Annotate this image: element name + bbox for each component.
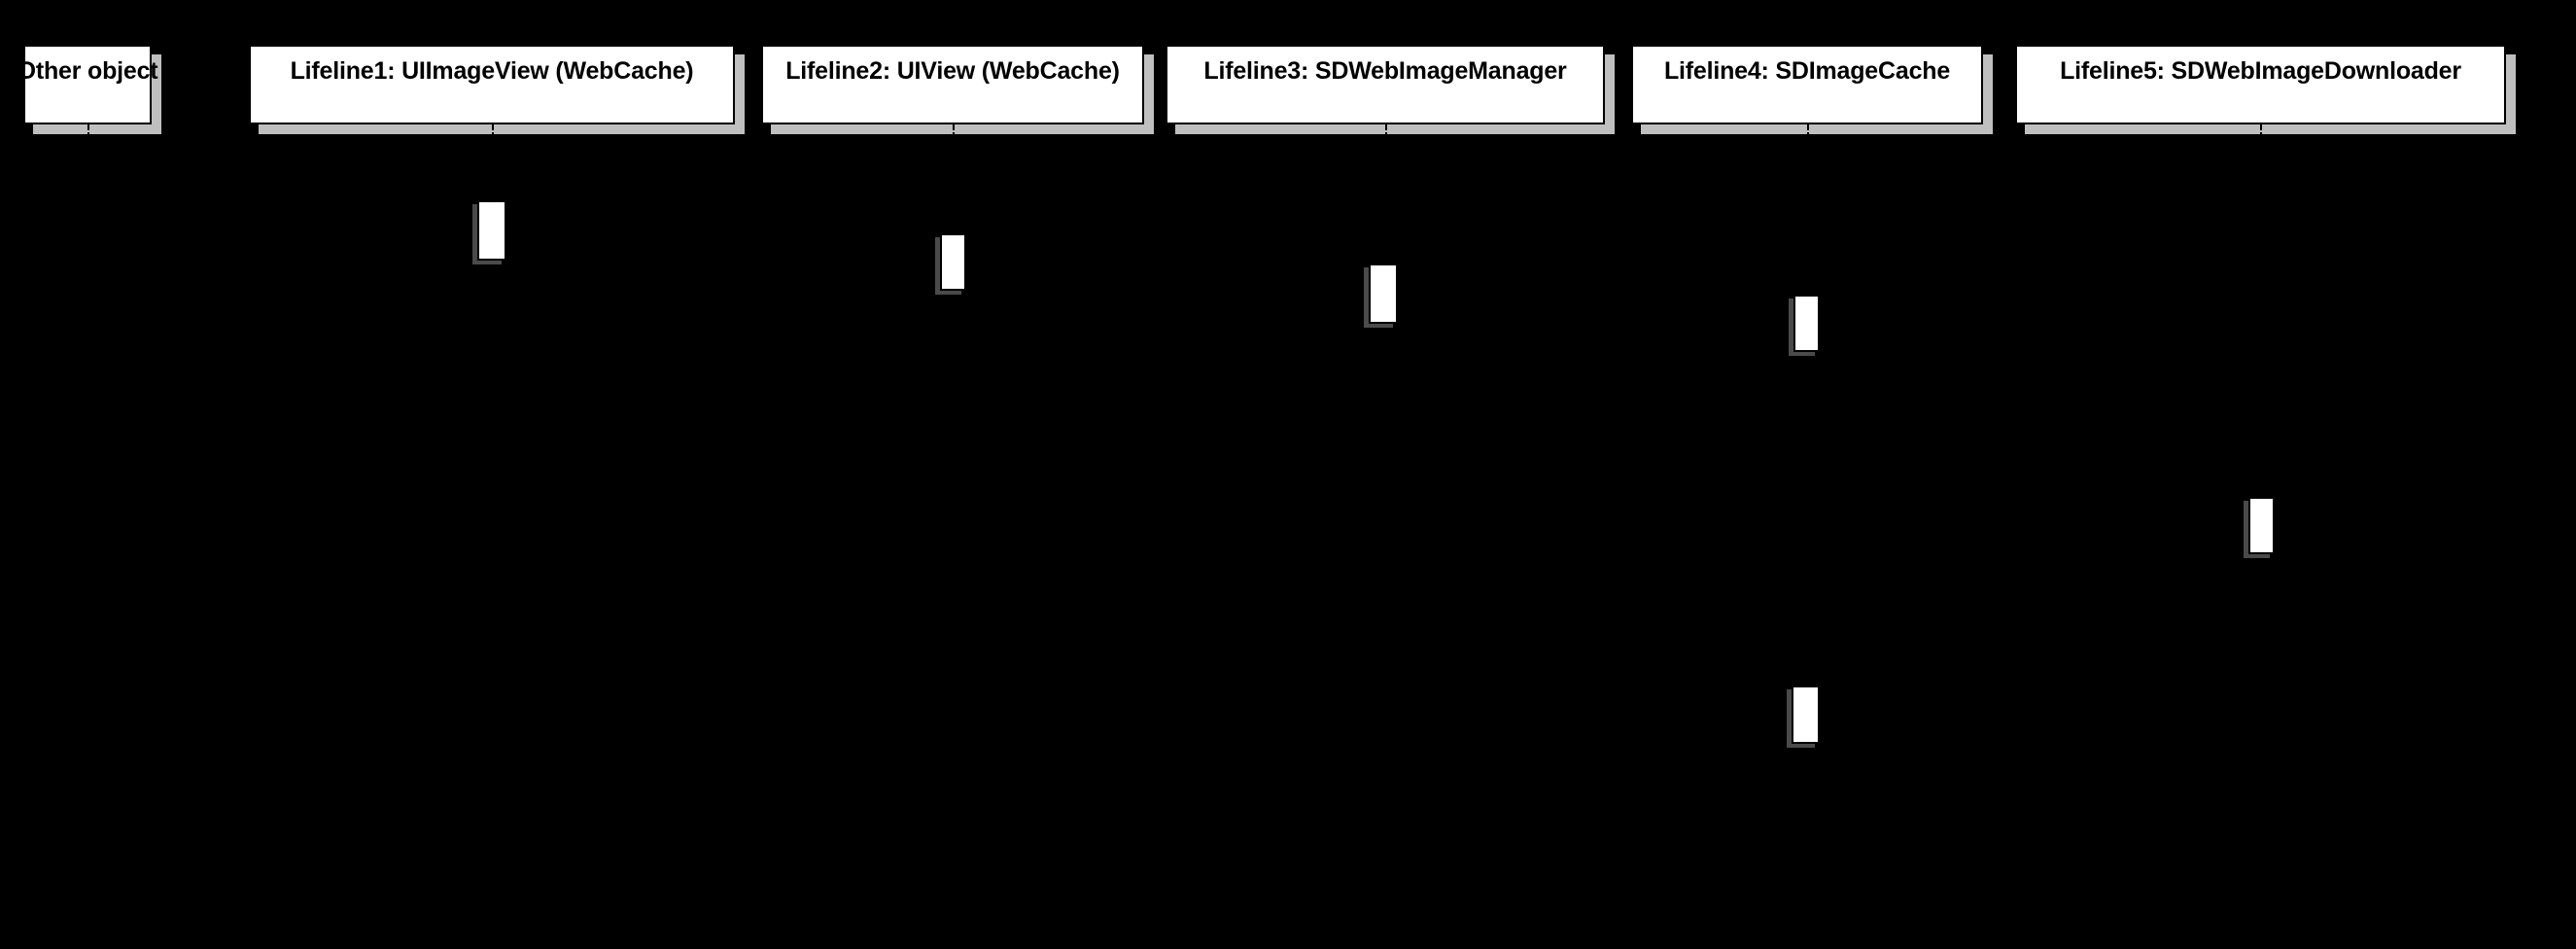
lifeline-header-box[interactable]: Lifeline4: SDImageCache xyxy=(1631,45,1983,124)
activation-bar-lifeline4-second[interactable] xyxy=(1787,685,1820,748)
activation-bar-lifeline1[interactable] xyxy=(472,200,506,264)
activation-bar-box[interactable] xyxy=(1793,295,1820,352)
lifeline-dashes-lifeline4 xyxy=(1807,124,1809,154)
lifeline-header-lifeline5[interactable]: Lifeline5: SDWebImageDownloader xyxy=(2015,45,2516,134)
lifeline-header-box[interactable]: Other object xyxy=(17,45,158,124)
lifeline-header-label: Lifeline2: UIView (WebCache) xyxy=(785,57,1120,85)
activation-bar-box[interactable] xyxy=(1369,264,1398,324)
lifeline-header-other-object[interactable]: Other object xyxy=(17,45,161,134)
lifeline-header-label: Other object xyxy=(17,57,158,85)
lifeline-header-lifeline1[interactable]: Lifeline1: UIImageView (WebCache) xyxy=(249,45,745,134)
lifeline-header-lifeline3[interactable]: Lifeline3: SDWebImageManager xyxy=(1166,45,1615,134)
activation-bar-lifeline5[interactable] xyxy=(2244,497,2275,558)
activation-bar-box[interactable] xyxy=(940,233,966,291)
lifeline-header-label: Lifeline1: UIImageView (WebCache) xyxy=(290,57,694,85)
activation-bar-lifeline4-first[interactable] xyxy=(1789,295,1820,356)
lifeline-dashes-lifeline1 xyxy=(492,124,494,154)
lifeline-header-box[interactable]: Lifeline1: UIImageView (WebCache) xyxy=(249,45,735,124)
lifeline-header-box[interactable]: Lifeline2: UIView (WebCache) xyxy=(761,45,1144,124)
lifeline-header-box[interactable]: Lifeline3: SDWebImageManager xyxy=(1166,45,1605,124)
lifeline-dashes-lifeline3 xyxy=(1385,124,1387,154)
lifeline-header-box[interactable]: Lifeline5: SDWebImageDownloader xyxy=(2015,45,2506,124)
lifeline-header-lifeline2[interactable]: Lifeline2: UIView (WebCache) xyxy=(761,45,1154,134)
activation-bar-box[interactable] xyxy=(2248,497,2275,554)
lifeline-dashes-lifeline5 xyxy=(2260,124,2262,154)
activation-bar-box[interactable] xyxy=(477,200,506,261)
activation-bar-lifeline3[interactable] xyxy=(1364,264,1398,328)
lifeline-header-label: Lifeline4: SDImageCache xyxy=(1663,57,1951,85)
lifeline-header-label: Lifeline3: SDWebImageManager xyxy=(1203,57,1567,85)
lifeline-dashes-other-object xyxy=(87,124,89,154)
lifeline-dashes-lifeline2 xyxy=(953,124,955,154)
activation-bar-box[interactable] xyxy=(1792,685,1820,744)
lifeline-header-label: Lifeline5: SDWebImageDownloader xyxy=(2060,57,2461,85)
lifeline-header-lifeline4[interactable]: Lifeline4: SDImageCache xyxy=(1631,45,1993,134)
activation-bar-lifeline2[interactable] xyxy=(935,233,966,295)
